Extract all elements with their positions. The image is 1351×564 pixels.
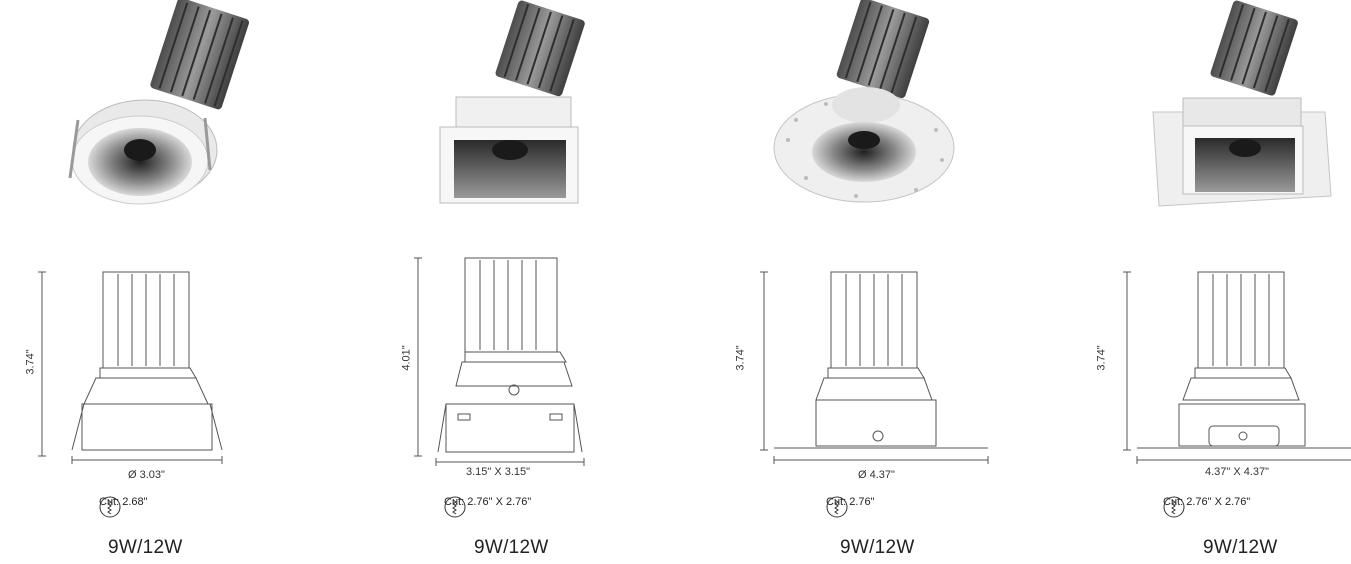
product-round-trimless: 3.74" Ø 4.37" Cut: 2.76" 9W/12W (676, 0, 1014, 564)
cut-label: Cut: 2.76" X 2.76" (444, 496, 532, 508)
wattage-label: 9W/12W (108, 537, 183, 558)
saw-cut-icon (99, 496, 121, 518)
height-dimension: 4.01" (400, 345, 413, 371)
cut-spec: Cut: 2.76" X 2.76" (444, 496, 532, 518)
height-dimension: 3.74" (1095, 345, 1108, 371)
heatsink-render (836, 0, 930, 99)
heatsink-render (495, 0, 585, 97)
width-dimension: Ø 4.37" (858, 469, 895, 481)
width-dimension: Ø 3.03" (128, 469, 165, 481)
round-trim-illustration (38, 0, 249, 464)
cut-spec: Cut: 2.76" X 2.76" (1163, 496, 1251, 518)
wattage-label: 9W/12W (1203, 537, 1278, 558)
round-trim-drawing (38, 271, 223, 464)
product-square-trimless: 3.74" 4.37" X 4.37" Cut: 2.76" X 2.76" 9… (1013, 0, 1351, 564)
round-trimless-drawing (760, 271, 989, 464)
wattage-label: 9W/12W (840, 537, 915, 558)
product-round-trim: 3.74" Ø 3.03" Cut: 2.68" 9W/12W (0, 0, 338, 564)
heatsink-render (1210, 0, 1298, 96)
saw-cut-icon (444, 496, 466, 518)
round-trimless-illustration (760, 0, 989, 464)
height-dimension: 3.74" (734, 345, 747, 371)
saw-cut-icon (1163, 496, 1185, 518)
cut-label: Cut: 2.76" (826, 496, 875, 508)
square-trim-drawing (414, 257, 585, 466)
width-dimension: 4.37" X 4.37" (1205, 466, 1270, 478)
square-trimless-drawing (1123, 271, 1351, 464)
width-dimension: 3.15" X 3.15" (466, 466, 531, 478)
square-trim-illustration (414, 0, 585, 466)
cut-spec: Cut: 2.76" (826, 496, 875, 518)
cut-label: Cut: 2.76" X 2.76" (1163, 496, 1251, 508)
cut-label: Cut: 2.68" (99, 496, 148, 508)
saw-cut-icon (826, 496, 848, 518)
height-dimension: 3.74" (24, 349, 37, 375)
square-trimless-illustration (1123, 0, 1351, 464)
heatsink-render (150, 0, 249, 110)
cut-spec: Cut: 2.68" (99, 496, 148, 518)
wattage-label: 9W/12W (474, 537, 549, 558)
product-square-trim: 4.01" 3.15" X 3.15" Cut: 2.76" X 2.76" 9… (338, 0, 676, 564)
